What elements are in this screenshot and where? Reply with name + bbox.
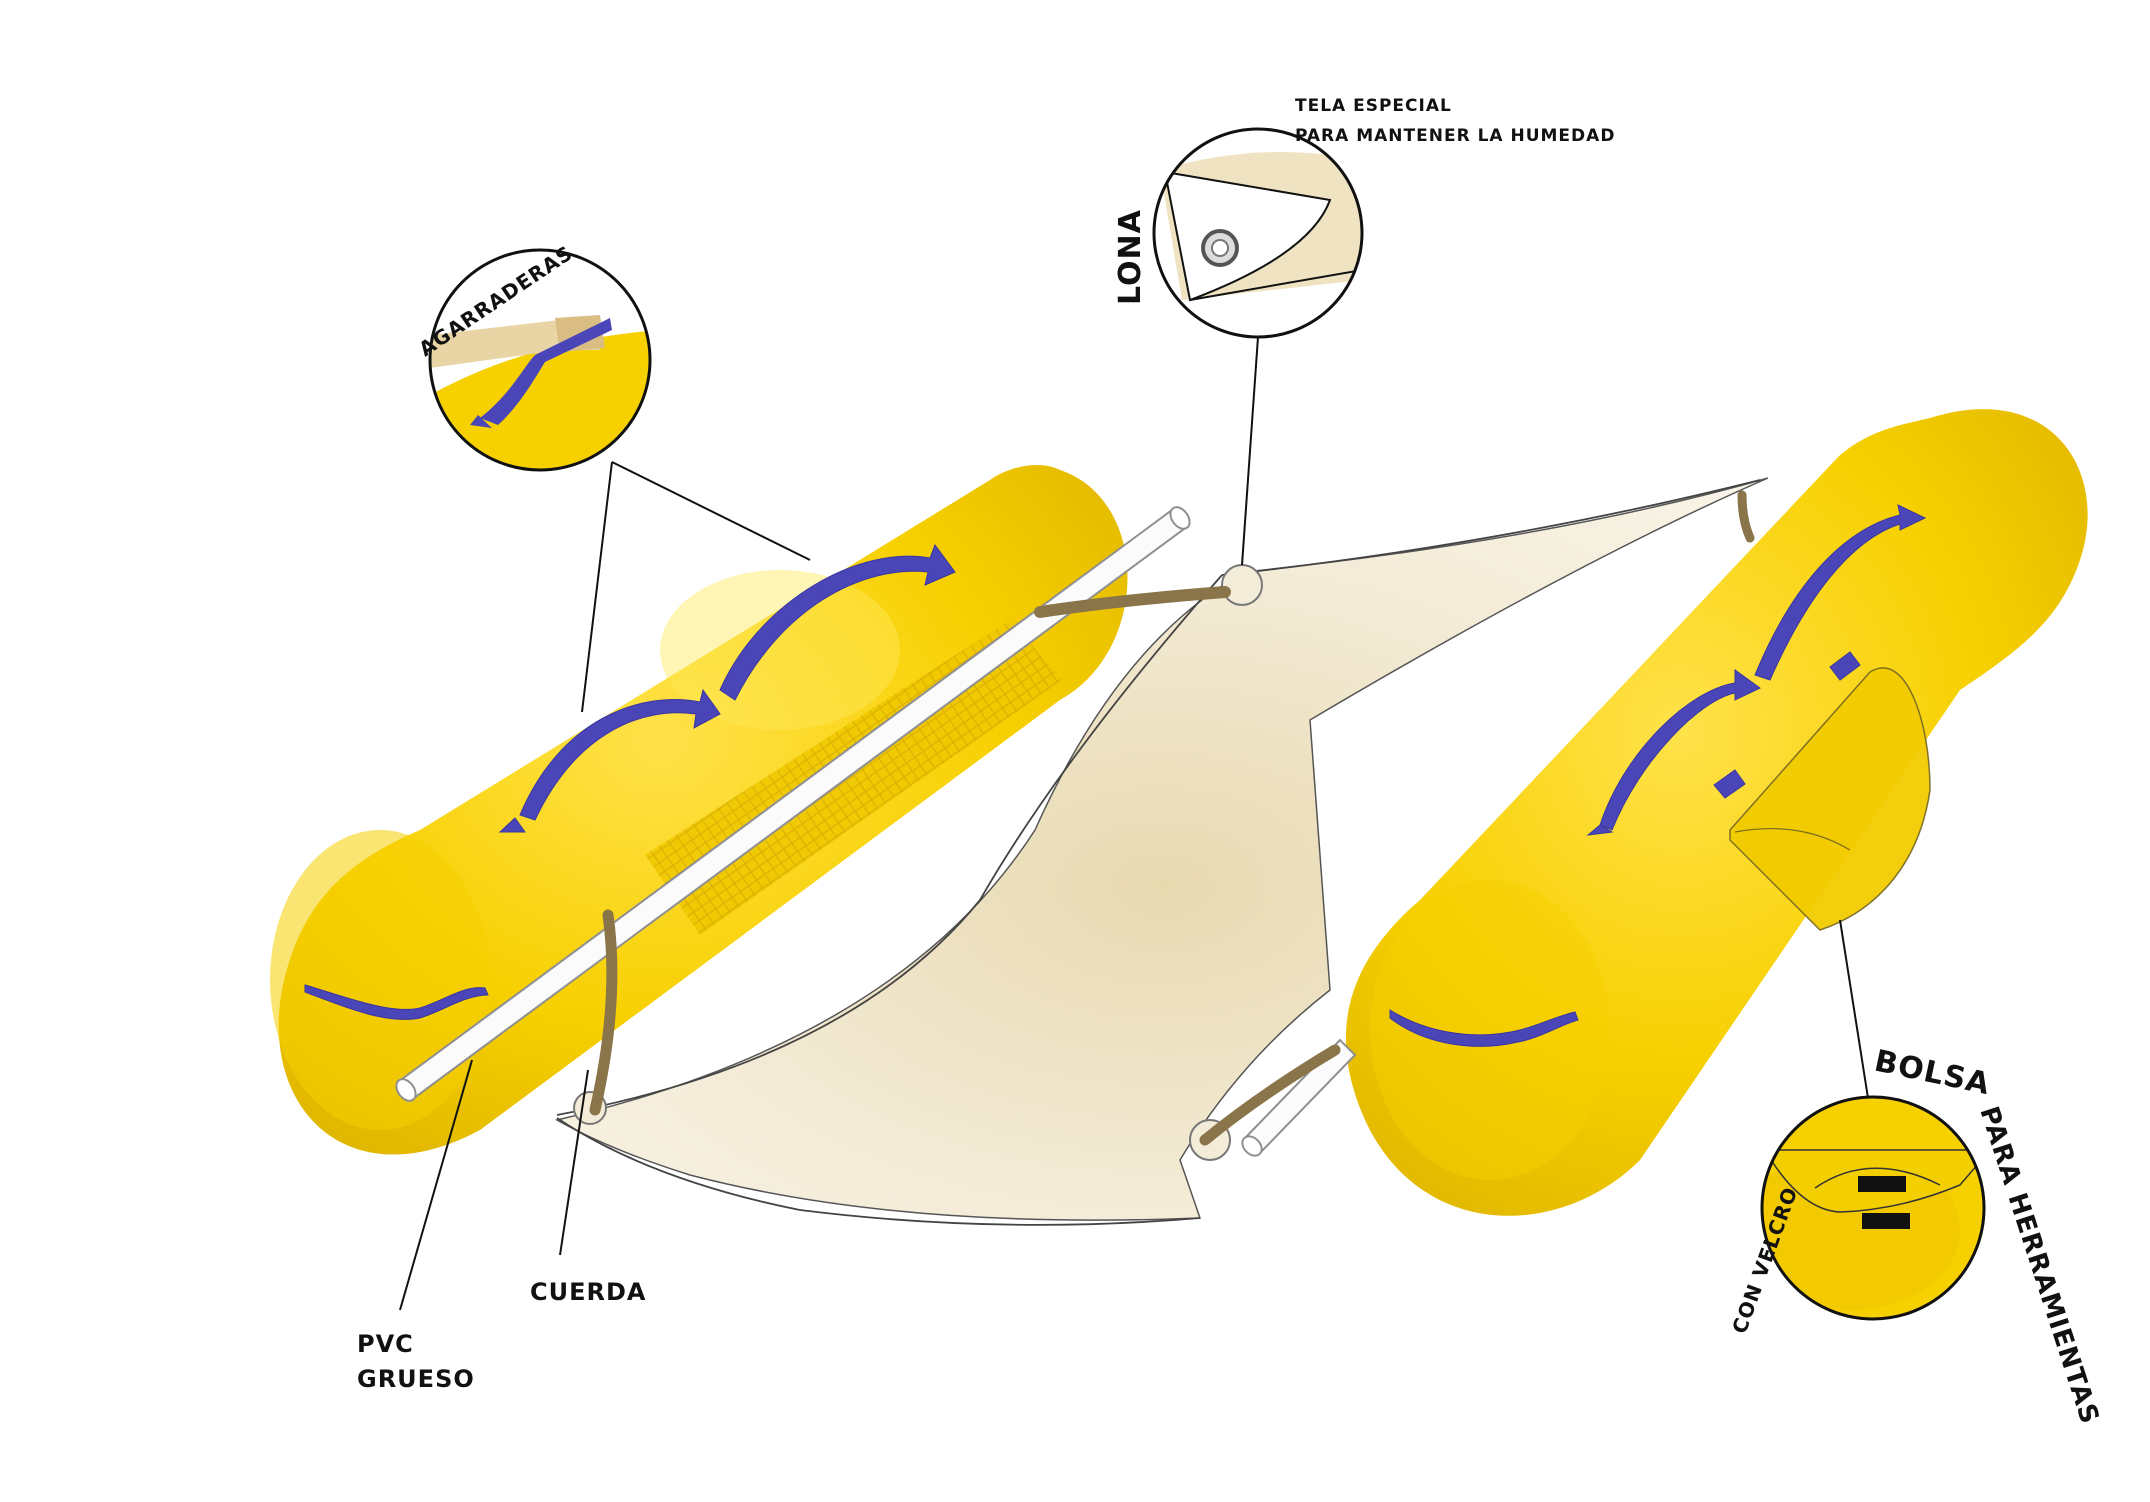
- label-lona: LONA: [1113, 209, 1148, 305]
- label-cuerda: CUERDA: [530, 1278, 646, 1306]
- label-bolsa: BOLSA: [1871, 1044, 1993, 1103]
- rope-right-top: [1742, 495, 1750, 538]
- velcro-strip-top: [1858, 1176, 1906, 1192]
- callout-tela-especial: [1150, 125, 1370, 345]
- grommet-top: [1222, 565, 1262, 605]
- label-tela-line1: TELA ESPECIAL: [1295, 96, 1452, 116]
- label-pvc-line1: PVC: [357, 1330, 414, 1358]
- velcro-strip-bottom: [1862, 1213, 1910, 1229]
- label-pvc-line2: GRUESO: [357, 1365, 475, 1393]
- label-bolsa-arc: PARA HERRAMIENTAS: [1973, 1103, 2104, 1428]
- callout-agarraderas: [430, 250, 660, 480]
- label-tela-line2: PARA MANTENER LA HUMEDAD: [1295, 126, 1615, 146]
